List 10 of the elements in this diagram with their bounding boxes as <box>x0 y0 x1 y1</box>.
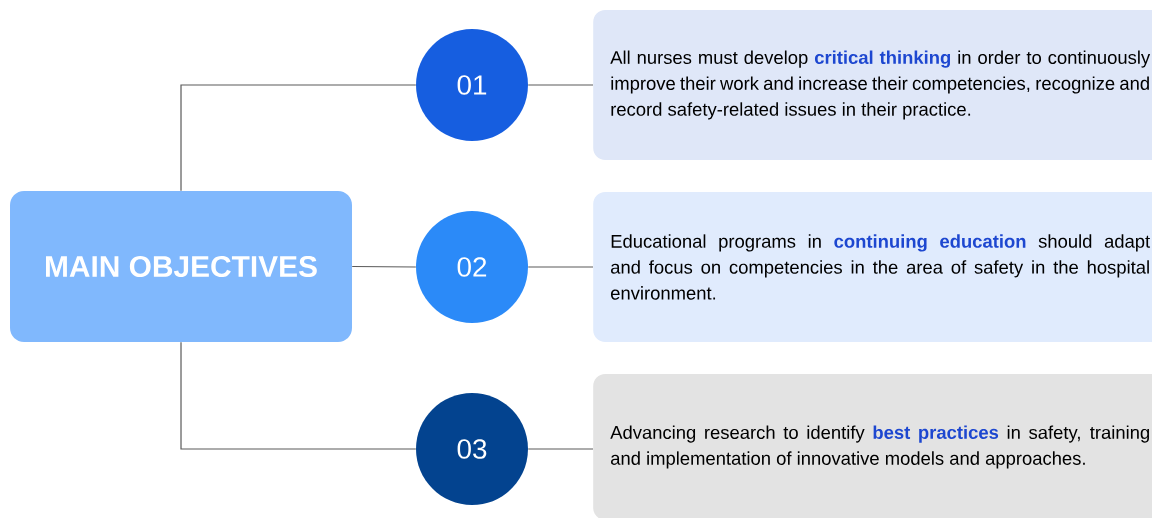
connector-line <box>527 84 594 86</box>
text-card: Educational programs in continuing education should adapt and focus on competencies in the area of safety in the hospital environment. <box>593 192 1152 342</box>
connector-line <box>180 84 417 192</box>
connector-line <box>351 265 417 268</box>
connector-line <box>180 341 417 450</box>
connector-line <box>527 266 594 268</box>
text-card: Advancing research to identify best practices in safety, training and implementation of innovative models and approaches. <box>593 374 1152 518</box>
connector-line <box>527 448 594 450</box>
text-card: All nurses must develop critical thinking in order to continuously improve their work and increase their competencies, recognize and record safety-related issues in their practice. <box>593 10 1152 160</box>
title-box: MAIN OBJECTIVES <box>10 191 352 342</box>
